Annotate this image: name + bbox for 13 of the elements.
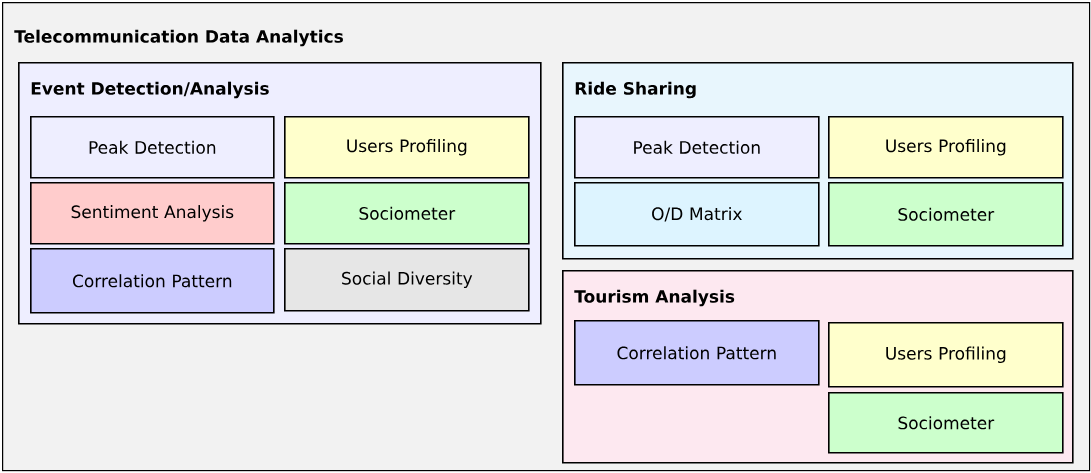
module-box: O/D Matrix — [574, 182, 820, 247]
module-box: Peak Detection — [30, 116, 275, 179]
module-box: Sociometer — [284, 182, 530, 245]
module-box: Peak Detection — [574, 116, 820, 179]
module-box: Users Profiling — [828, 116, 1064, 179]
module-box: Social Diversity — [284, 248, 530, 312]
module-box: Users Profiling — [284, 116, 530, 179]
module-box: Users Profiling — [828, 322, 1064, 388]
module-box: Correlation Pattern — [574, 320, 820, 386]
module-box: Sentiment Analysis — [30, 182, 275, 245]
module-box: Sociometer — [828, 392, 1064, 454]
module-box: Sociometer — [828, 182, 1064, 247]
module-box: Correlation Pattern — [30, 248, 275, 314]
